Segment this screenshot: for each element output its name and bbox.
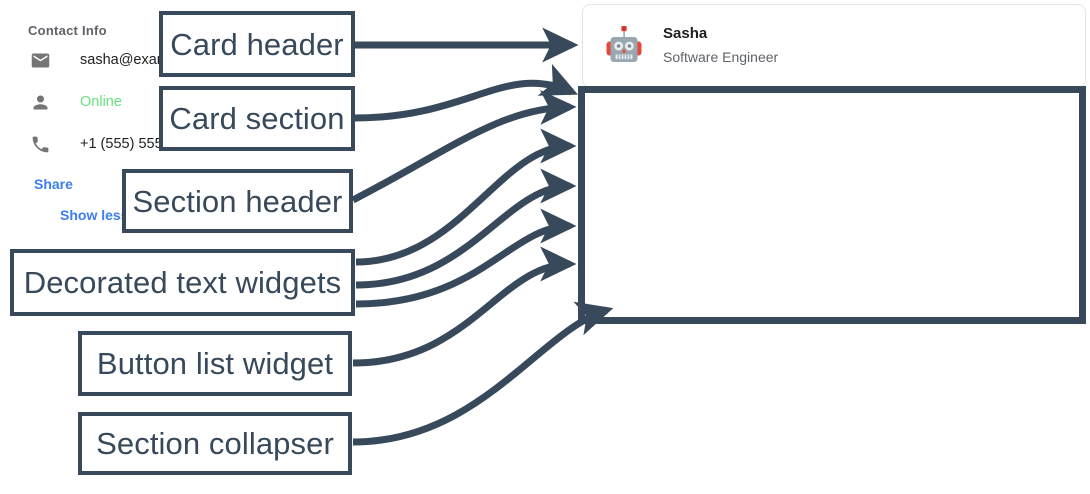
callout-button-list-widget: Button list widget — [78, 331, 352, 396]
callout-card-section-label: Card section — [169, 101, 345, 136]
callout-card-header-label: Card header — [170, 26, 344, 62]
callout-button-list-widget-label: Button list widget — [96, 346, 334, 381]
section-header: Contact Info — [28, 23, 107, 38]
decorated-text-row-status: Online — [21, 82, 501, 122]
contact-card: Sasha Software Engineer — [582, 4, 1086, 88]
callout-decorated-text-widgets: Decorated text widgets — [10, 249, 355, 316]
callout-section-header-label: Section header — [132, 183, 343, 219]
card-header-title: Sasha — [663, 25, 708, 43]
card-header: Sasha Software Engineer — [583, 5, 1085, 87]
section-collapser: Show less — [52, 200, 501, 230]
callout-card-section: Card section — [159, 86, 355, 151]
card-header-subtitle: Software Engineer — [663, 48, 779, 65]
callout-decorated-text-widgets-label: Decorated text widgets — [23, 265, 342, 300]
status-value: Online — [80, 94, 122, 110]
card-section-highlight — [578, 86, 1086, 324]
callout-section-collapser: Section collapser — [78, 412, 352, 475]
phone-icon — [28, 132, 52, 156]
show-less-button[interactable]: Show less — [52, 203, 136, 227]
person-icon — [28, 90, 52, 114]
card-header-text: Sasha Software Engineer — [663, 24, 778, 67]
share-button[interactable]: Share — [26, 172, 81, 196]
arrow-decorated-3 — [355, 208, 577, 308]
arrow-section-collapser — [352, 301, 614, 446]
arrow-button-list — [352, 246, 577, 367]
callout-section-collapser-label: Section collapser — [96, 426, 334, 461]
email-icon — [28, 48, 52, 72]
callout-card-header: Card header — [159, 11, 355, 77]
robot-avatar-icon — [606, 26, 642, 62]
callout-section-header: Section header — [122, 169, 353, 233]
